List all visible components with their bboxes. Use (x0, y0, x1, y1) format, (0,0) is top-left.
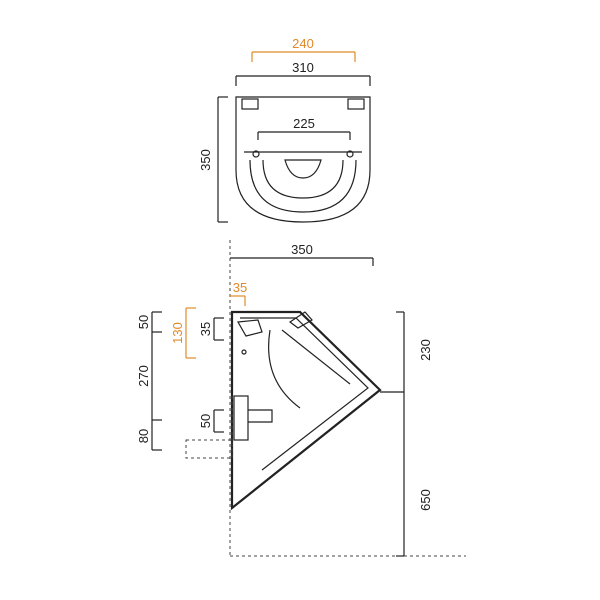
dimension-50-mid-label: 50 (198, 414, 213, 428)
dimension-230-label: 230 (418, 339, 433, 361)
dimension-130-label: 130 (170, 322, 185, 344)
dimension-50-mid: 50 (198, 409, 224, 433)
dimension-240-label: 240 (292, 36, 314, 51)
left-dimension-chain: 50 270 80 (136, 311, 162, 451)
dimension-270-label: 270 (136, 365, 151, 387)
dimension-350-vertical-label: 350 (198, 149, 213, 171)
dimension-310: 310 (235, 60, 371, 86)
urinal-side-outline (230, 310, 382, 511)
dimension-240: 240 (251, 36, 356, 62)
dimension-35-top-label: 35 (233, 280, 247, 295)
dimension-35-left-label: 35 (198, 322, 213, 336)
dimension-130: 130 (170, 307, 196, 359)
dimension-350-horizontal-label: 350 (291, 242, 313, 257)
dimension-225-label: 225 (293, 116, 315, 131)
dimension-650-label: 650 (418, 489, 433, 511)
dimension-35-top: 35 (230, 280, 247, 306)
side-view: 350 35 50 (136, 240, 466, 557)
dimension-310-label: 310 (292, 60, 314, 75)
dimension-350-vertical: 350 (198, 96, 228, 223)
dimension-35-left: 35 (198, 317, 224, 341)
dimension-350-horizontal: 350 (230, 242, 374, 266)
outlet-pipe (185, 439, 233, 459)
dimension-80-label: 80 (136, 429, 151, 443)
dimension-50-top-label: 50 (136, 315, 151, 329)
urinal-top-outline (235, 96, 371, 223)
dimension-225: 225 (257, 116, 351, 140)
top-view: 240 310 350 (198, 36, 371, 223)
right-dimension-chain: 230 650 (380, 311, 433, 557)
